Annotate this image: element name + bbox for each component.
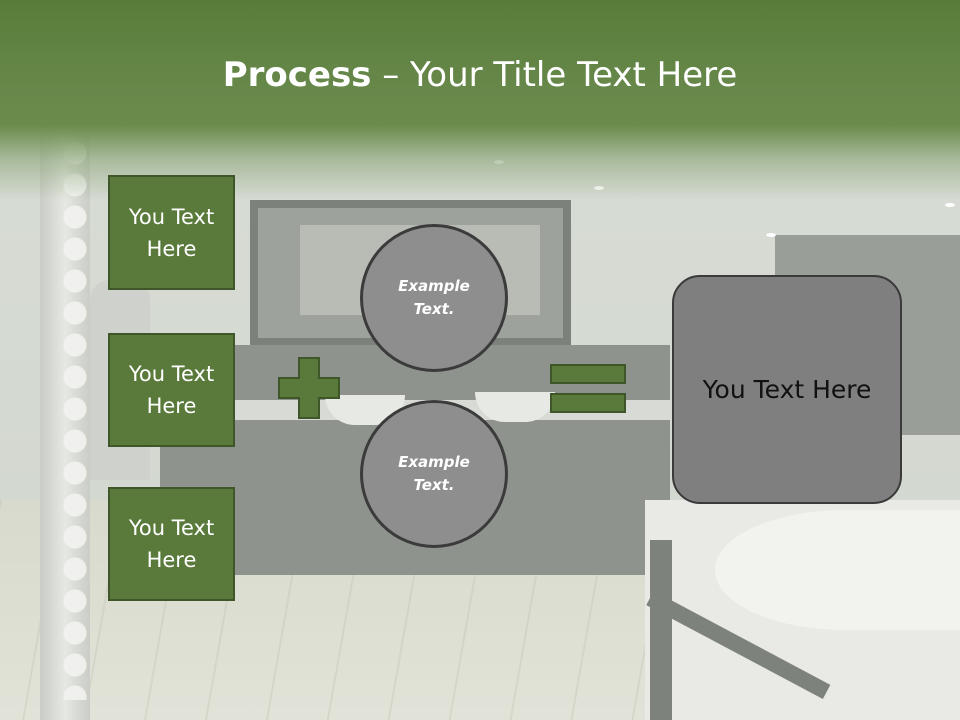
result-box[interactable]: You Text Here (672, 275, 902, 504)
left-box-line2: Here (146, 236, 197, 261)
left-box-line1: You Text (128, 516, 215, 540)
left-box-line1: You Text (128, 362, 215, 386)
equals-bar-top (550, 364, 626, 384)
left-box-line2: Here (146, 394, 197, 418)
circle-line1: Example (398, 277, 470, 295)
result-text: You Text Here (702, 375, 872, 404)
circle-line1: Example (398, 453, 470, 471)
equals-bar-bottom (550, 393, 626, 413)
left-box-line2: Here (146, 548, 197, 572)
bg-bathtub-leg (650, 540, 672, 720)
bg-ceiling-light (945, 203, 955, 207)
title-bold: Process (222, 55, 372, 95)
title-banner (0, 0, 960, 200)
circle-line2: Text. (413, 300, 455, 318)
bg-bathtub-basin (715, 510, 960, 630)
title-rest: – Your Title Text Here (371, 55, 738, 95)
plus-icon (278, 357, 340, 419)
left-box-line1: You Text (128, 204, 215, 229)
bg-ceiling-light (766, 233, 776, 237)
bg-bead-curtain (62, 140, 88, 700)
slide-title[interactable]: Process – Your Title Text Here (0, 52, 960, 98)
circle-line2: Text. (413, 476, 455, 494)
